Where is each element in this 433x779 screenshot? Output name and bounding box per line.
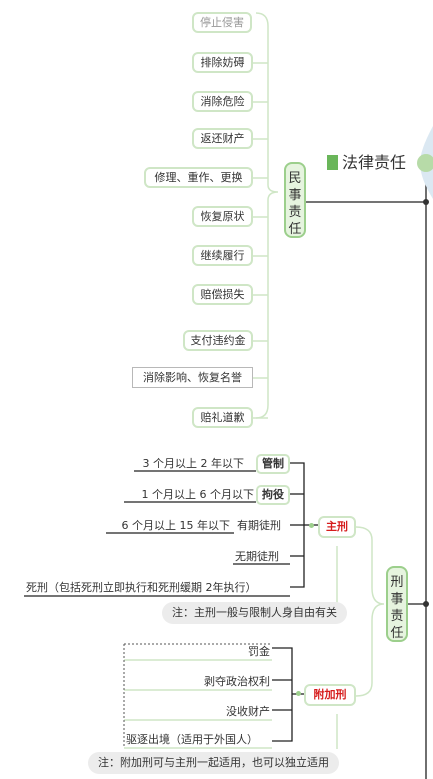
- trunk-junction-civil: [423, 199, 429, 205]
- main-item-life-imprisonment[interactable]: 无期徒刑: [235, 550, 279, 563]
- additional-item-fine[interactable]: 罚金: [248, 645, 270, 658]
- main-punishment-node[interactable]: 主刑: [318, 516, 356, 538]
- civil-liability-node[interactable]: 民 事 责 任: [284, 162, 306, 238]
- civil-item-return-property[interactable]: 返还财产: [192, 128, 253, 149]
- main-item-detention[interactable]: 拘役: [256, 485, 290, 505]
- trunk-junction-criminal: [423, 601, 429, 607]
- additional-item-deportation[interactable]: 驱逐出境（适用于外国人）: [126, 733, 258, 746]
- civil-item-continue-performance[interactable]: 继续履行: [192, 245, 253, 266]
- civil-item-repair-redo-replace[interactable]: 修理、重作、更换: [144, 167, 253, 188]
- detail-detention-period: 1 个月以上 6 个月以下: [141, 488, 255, 501]
- main-punishment-note: 注：主刑一般与限制人身自由有关: [162, 602, 347, 624]
- additional-item-confiscate-property[interactable]: 没收财产: [226, 705, 270, 718]
- main-item-control[interactable]: 管制: [256, 454, 290, 474]
- detail-control-period: 3 个月以上 2 年以下: [142, 457, 245, 470]
- main-punishment-connector-dot: [309, 523, 314, 528]
- detail-fixed-term-period: 6 个月以上 15 年以下: [121, 519, 231, 532]
- main-item-fixed-term[interactable]: 有期徒刑: [237, 519, 281, 532]
- civil-item-restore-original[interactable]: 恢复原状: [192, 206, 253, 227]
- civil-item-compensate-loss[interactable]: 赔偿损失: [192, 284, 253, 305]
- criminal-liability-node[interactable]: 刑 事 责 任: [386, 566, 408, 642]
- additional-punishment-connector-dot: [296, 691, 301, 696]
- main-item-death-penalty[interactable]: 死刑（包括死刑立即执行和死刑缓期 2年执行）: [26, 581, 257, 594]
- civil-item-eliminate-danger[interactable]: 消除危险: [192, 91, 253, 112]
- civil-item-pay-penalty[interactable]: 支付违约金: [183, 330, 253, 351]
- civil-item-remove-obstruction[interactable]: 排除妨碍: [192, 52, 253, 73]
- additional-item-deprive-political-rights[interactable]: 剥夺政治权利: [204, 675, 270, 688]
- civil-item-stop-infringement[interactable]: 停止侵害: [192, 12, 252, 33]
- additional-punishment-note: 注：附加刑可与主刑一起适用，也可以独立适用: [88, 752, 339, 774]
- root-topic-title: 法律责任: [342, 153, 407, 172]
- additional-punishment-node[interactable]: 附加刑: [304, 684, 356, 706]
- civil-item-restore-reputation[interactable]: 消除影响、恢复名誉: [132, 367, 253, 388]
- civil-item-apologize[interactable]: 赔礼道歉: [192, 407, 253, 428]
